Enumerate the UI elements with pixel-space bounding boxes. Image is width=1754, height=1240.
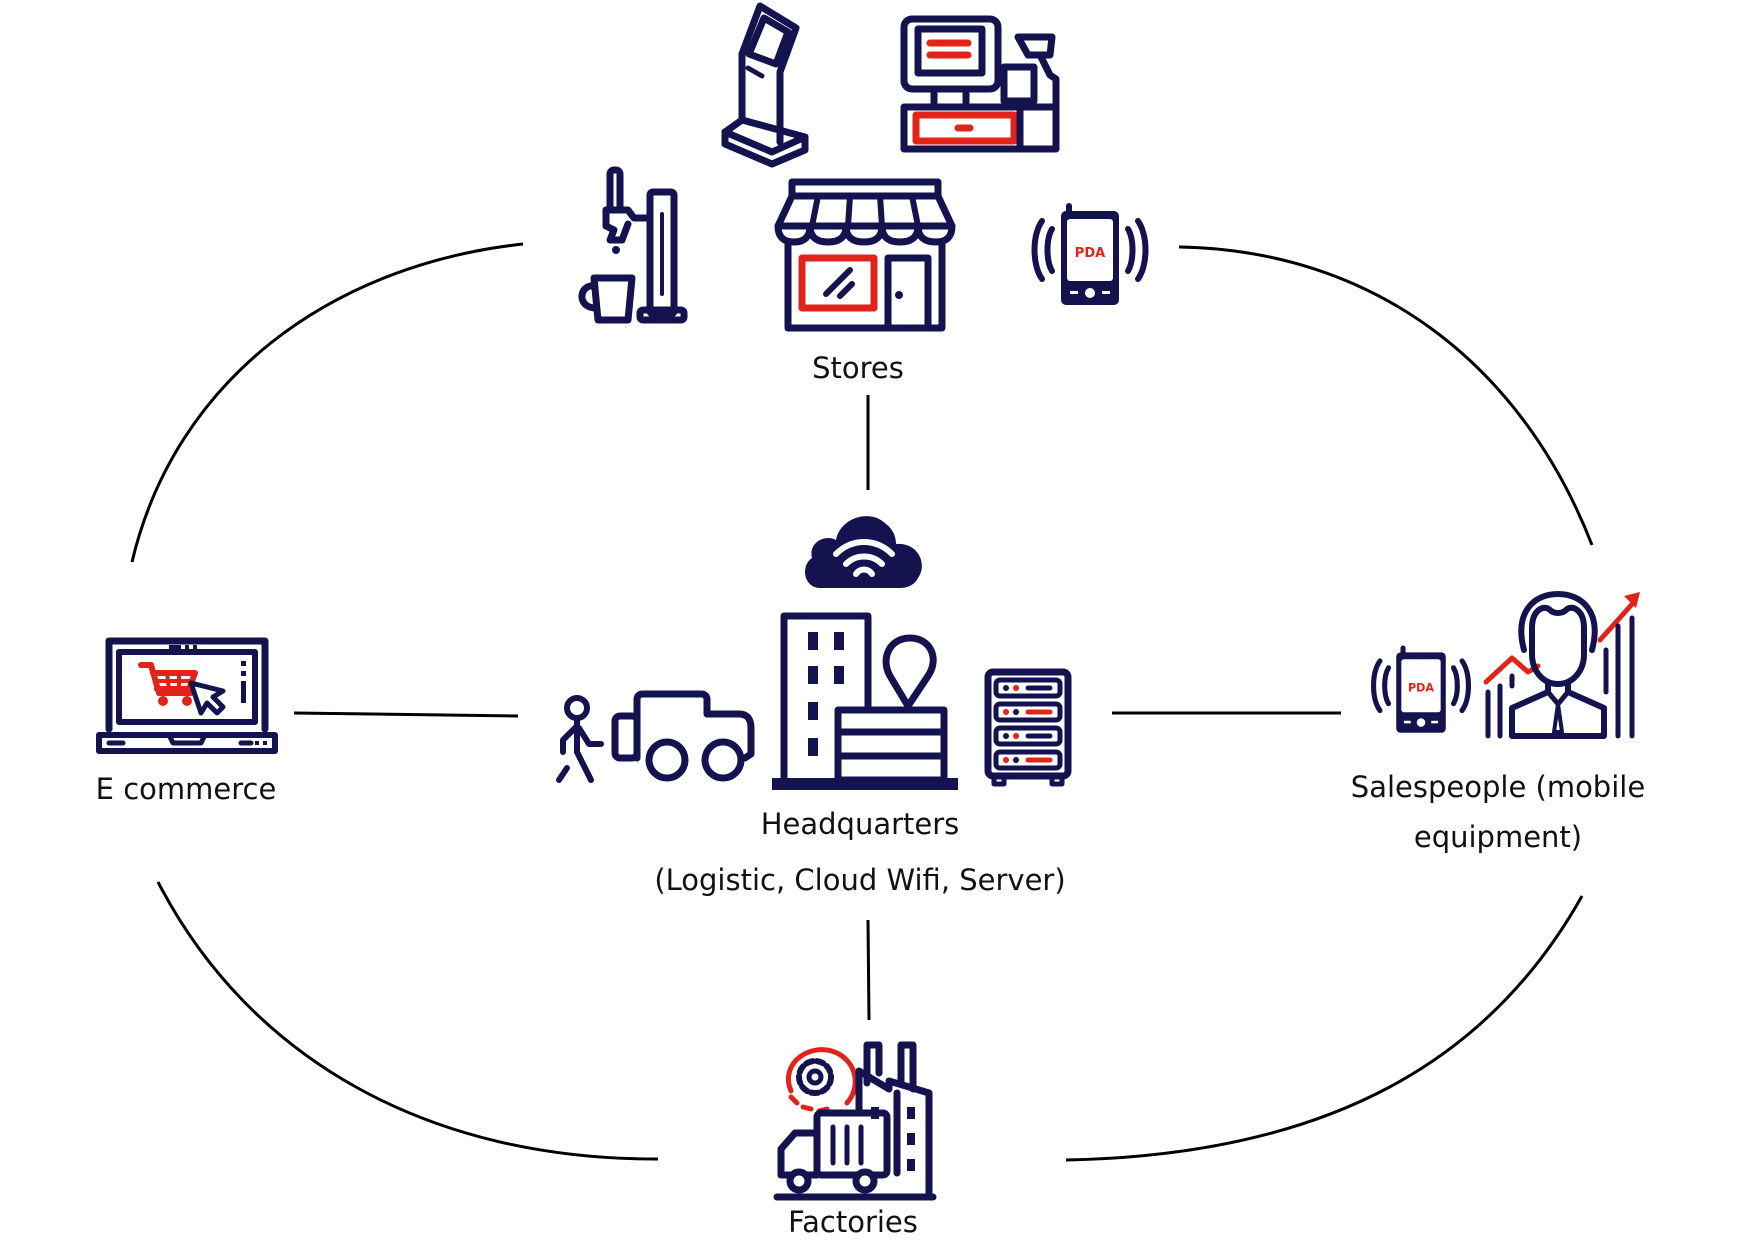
factories-label: Factories bbox=[788, 1205, 918, 1239]
office-building-location-icon bbox=[772, 612, 958, 790]
arc-stores-salespeople bbox=[1178, 245, 1594, 546]
ecommerce-label: E commerce bbox=[95, 772, 277, 806]
pda-phone-icon: PDA bbox=[1031, 203, 1149, 305]
storefront-icon bbox=[774, 178, 956, 332]
arc-ecommerce-stores bbox=[130, 242, 524, 563]
salespeople-label-line2: equipment) bbox=[1413, 820, 1583, 854]
pda-phone-icon: PDA bbox=[1370, 645, 1472, 733]
arc-factories-ecommerce bbox=[156, 881, 659, 1161]
laptop-shopping-cart-icon bbox=[96, 637, 278, 754]
headquarters-sublabel: (Logistic, Cloud Wifi, Server) bbox=[654, 863, 1066, 897]
businessman-growth-chart-icon bbox=[1483, 591, 1640, 739]
stores-label: Stores bbox=[812, 351, 904, 385]
cloud-wifi-icon bbox=[805, 516, 922, 588]
salespeople-label-line1: Salespeople (mobile bbox=[1350, 770, 1646, 804]
connector-headquarters-factories bbox=[866, 919, 871, 1021]
arc-salespeople-factories bbox=[1065, 895, 1584, 1162]
headquarters-label: Headquarters bbox=[760, 807, 960, 841]
self-service-kiosk-icon bbox=[721, 2, 809, 168]
pda-label: PDA bbox=[1075, 246, 1105, 261]
pda-label: PDA bbox=[1408, 682, 1434, 695]
cash-register-icon bbox=[900, 15, 1060, 153]
delivery-person-truck-icon bbox=[556, 690, 755, 783]
connector-ecommerce-headquarters bbox=[293, 711, 519, 718]
factory-gear-truck-icon bbox=[773, 1041, 937, 1201]
beer-tap-icon bbox=[578, 166, 688, 324]
server-rack-icon bbox=[984, 668, 1072, 787]
